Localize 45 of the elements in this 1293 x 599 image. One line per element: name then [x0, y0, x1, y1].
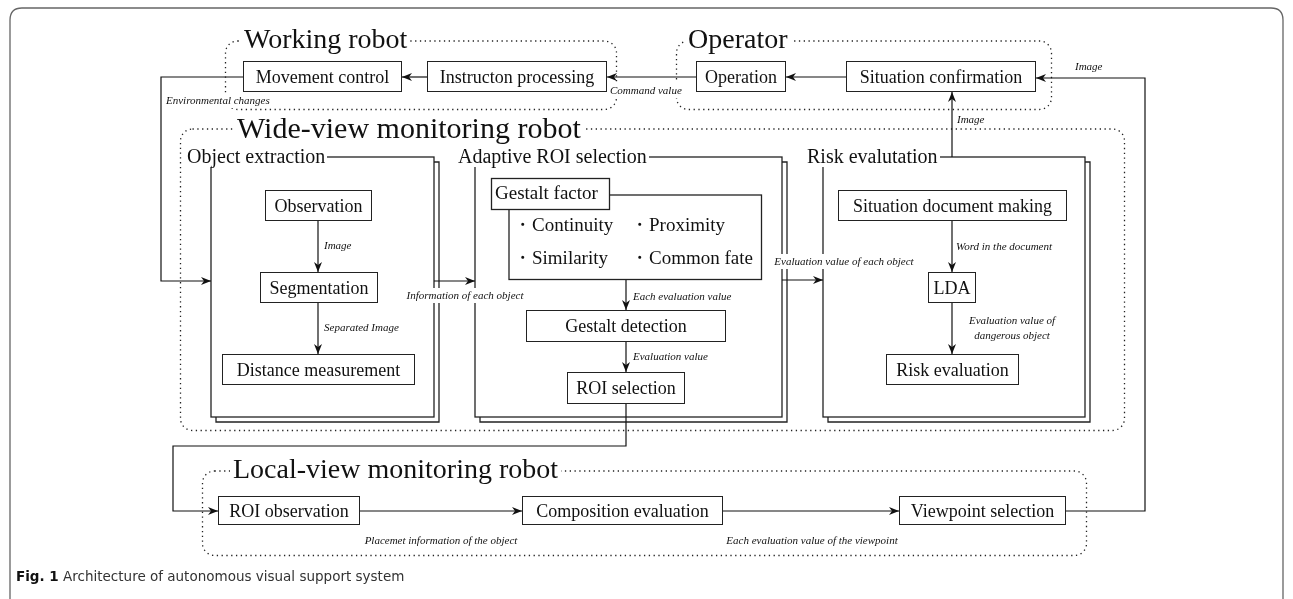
arrow	[359, 507, 523, 515]
arrow	[401, 73, 428, 81]
arrow	[160, 76, 244, 285]
process-box: Distance measurement	[222, 354, 415, 385]
list-item: ・Common fate	[630, 248, 753, 269]
figure-caption: Fig. 1 Architecture of autonomous visual support system	[16, 568, 405, 584]
process-box: LDA	[928, 272, 976, 303]
process-box: Operation	[696, 61, 786, 92]
arrow	[314, 220, 322, 273]
arrow	[622, 279, 630, 311]
list-item: ・Similarity	[513, 248, 608, 269]
edge-label: Environmental changes	[165, 93, 271, 108]
arrow	[722, 507, 900, 515]
edge-label: Information of each object	[405, 288, 525, 303]
process-box: Risk evaluation	[886, 354, 1019, 385]
edge-label: Evaluation value of each object	[773, 254, 915, 269]
edge-label: Command value	[609, 83, 683, 98]
arrow	[948, 302, 956, 355]
process-box: Movement control	[243, 61, 402, 92]
process-box: Instructon processing	[427, 61, 607, 92]
arrow	[172, 403, 627, 515]
arrow	[433, 277, 476, 285]
arrow	[781, 276, 824, 284]
arrow	[606, 73, 697, 81]
process-box: Viewpoint selection	[899, 496, 1066, 525]
process-box: Situation document making	[838, 190, 1067, 221]
process-box: ROI observation	[218, 496, 360, 525]
arrow	[622, 341, 630, 373]
arrow	[948, 91, 956, 158]
box-title: Gestalt factor	[495, 183, 598, 204]
list-item: ・Continuity	[513, 215, 614, 236]
arrow	[785, 73, 847, 81]
process-box: Observation	[265, 190, 372, 221]
process-box: Gestalt detection	[526, 310, 726, 342]
arrow	[1035, 74, 1146, 512]
arrow	[948, 220, 956, 273]
process-box: Segmentation	[260, 272, 378, 303]
arrow	[314, 302, 322, 355]
process-box: ROI selection	[567, 372, 685, 404]
list-item: ・Proximity	[630, 215, 725, 236]
factor-list-box	[491, 178, 762, 280]
process-box: Situation confirmation	[846, 61, 1036, 92]
edge-label: Placemet information of the object	[363, 533, 519, 548]
process-box: Composition evaluation	[522, 496, 723, 525]
edge-label: Each evaluation value of the viewpoint	[725, 533, 899, 548]
